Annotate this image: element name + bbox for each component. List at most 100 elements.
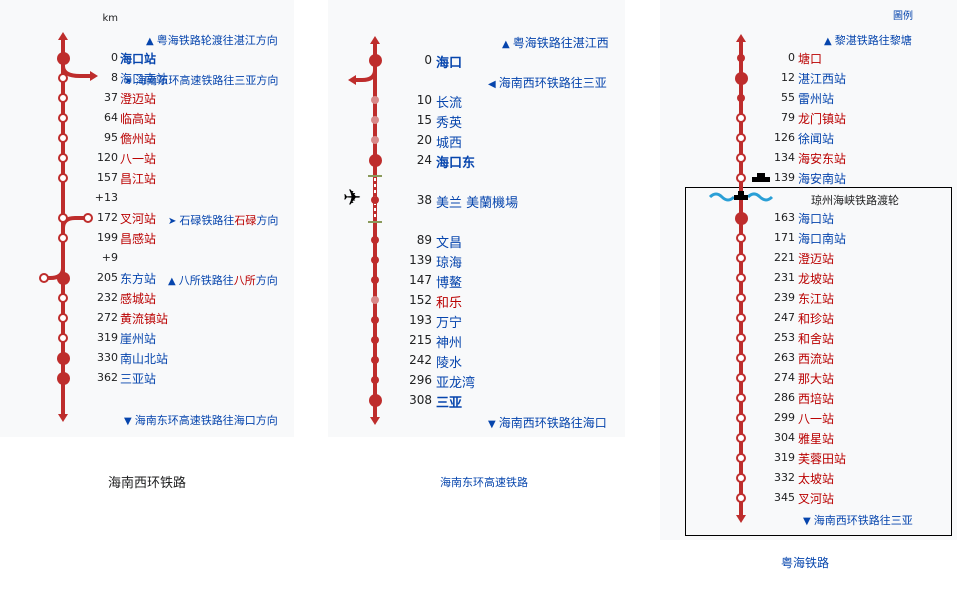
caption-west-ring[interactable]: 海南西环铁路 bbox=[108, 476, 187, 491]
ship-icon bbox=[752, 173, 770, 182]
station-name[interactable]: 八一站 bbox=[798, 412, 835, 426]
station-name[interactable]: 太坡站 bbox=[798, 472, 835, 486]
station-name[interactable]: 博鳌 bbox=[436, 276, 463, 291]
station-name[interactable]: 雷州站 bbox=[798, 92, 835, 106]
caption-east-ring[interactable]: 海南东环高速铁路 bbox=[440, 476, 528, 489]
station-name[interactable]: 徐闻站 bbox=[798, 132, 835, 146]
station-marker bbox=[368, 153, 382, 167]
station-name[interactable]: 亚龙湾 bbox=[436, 376, 476, 391]
station-name[interactable]: 黄流镇站 bbox=[120, 312, 169, 326]
station-name[interactable]: 和乐 bbox=[436, 296, 463, 311]
station-name[interactable]: 澄迈站 bbox=[798, 252, 835, 266]
station-name[interactable]: 海口站 bbox=[798, 212, 835, 226]
station-name[interactable]: 芙蓉田站 bbox=[798, 452, 847, 466]
station-name[interactable]: 雅星站 bbox=[798, 432, 835, 446]
station-name[interactable]: 美兰 美蘭機場 bbox=[436, 196, 519, 211]
branch-west-ring[interactable]: ◀海南西环铁路往三亚 bbox=[488, 76, 607, 90]
station-name[interactable]: 海口南站 bbox=[798, 232, 847, 246]
station-km: 263 bbox=[774, 351, 795, 364]
station-name[interactable]: 湛江西站 bbox=[798, 72, 847, 86]
direction-top-east[interactable]: ▲粤海铁路往湛江西 bbox=[502, 36, 609, 50]
direction-bottom-yuehai[interactable]: ▼海南西环铁路往三亚 bbox=[803, 514, 913, 527]
station-marker bbox=[736, 153, 746, 163]
station-name[interactable]: 崖州站 bbox=[120, 332, 157, 346]
station-marker bbox=[736, 333, 746, 343]
branch-basuo[interactable]: ▲八所铁路往八所方向 bbox=[168, 274, 278, 287]
station-name[interactable]: 海口 bbox=[436, 56, 463, 71]
station-marker bbox=[736, 393, 746, 403]
station-name[interactable]: 感城站 bbox=[120, 292, 157, 306]
station-name[interactable]: 西流站 bbox=[798, 352, 835, 366]
legend-link[interactable]: 圖例 bbox=[893, 11, 913, 22]
station-name[interactable]: 八一站 bbox=[120, 152, 157, 166]
station-name[interactable]: 龙坡站 bbox=[798, 272, 835, 286]
direction-top[interactable]: ▲粤海铁路轮渡往湛江方向 bbox=[146, 34, 278, 47]
station-name[interactable]: 南山北站 bbox=[120, 352, 169, 366]
station-marker bbox=[736, 233, 746, 243]
station-km: 330 bbox=[97, 351, 118, 364]
station-name[interactable]: 长流 bbox=[436, 96, 463, 111]
station-km: 205 bbox=[97, 271, 118, 284]
station-km: 362 bbox=[97, 371, 118, 384]
station-marker bbox=[737, 94, 745, 102]
station-name[interactable]: 琼海 bbox=[436, 256, 463, 271]
station-name[interactable]: 城西 bbox=[436, 136, 463, 151]
station-marker bbox=[56, 51, 70, 65]
hainan-section-box bbox=[685, 187, 952, 536]
station-marker bbox=[368, 53, 382, 67]
station-km: 0 bbox=[111, 51, 118, 64]
station-name[interactable]: 昌感站 bbox=[120, 232, 157, 246]
station-name[interactable]: 叉河站 bbox=[120, 212, 157, 226]
station-marker bbox=[736, 313, 746, 323]
direction-bottom-east[interactable]: ▼海南西环铁路往海口 bbox=[488, 416, 607, 430]
station-marker bbox=[736, 133, 746, 143]
station-name[interactable]: 昌江站 bbox=[120, 172, 157, 186]
station-name[interactable]: 儋州站 bbox=[120, 132, 157, 146]
station-name[interactable]: 海安东站 bbox=[798, 152, 847, 166]
station-name[interactable]: 叉河站 bbox=[798, 492, 835, 506]
station-name[interactable]: 神州 bbox=[436, 336, 463, 351]
station-km: 215 bbox=[409, 333, 432, 347]
station-marker bbox=[58, 153, 68, 163]
station-km: 157 bbox=[97, 171, 118, 184]
station-km: 10 bbox=[416, 93, 432, 107]
station-marker bbox=[58, 113, 68, 123]
station-name[interactable]: 西培站 bbox=[798, 392, 835, 406]
station-name[interactable]: 海安南站 bbox=[798, 172, 847, 186]
station-km: 0 bbox=[788, 51, 795, 64]
direction-top-yuehai[interactable]: ▲黎湛铁路往黎塘 bbox=[824, 34, 912, 47]
station-km: 272 bbox=[97, 311, 118, 324]
station-name[interactable]: 陵水 bbox=[436, 356, 463, 371]
route-diagram-east-ring bbox=[328, 0, 625, 437]
station-name[interactable]: 龙门镇站 bbox=[798, 112, 847, 126]
direction-bottom[interactable]: ▼海南东环高速铁路往海口方向 bbox=[124, 414, 278, 427]
station-name[interactable]: 海口南站 bbox=[120, 72, 169, 86]
station-name[interactable]: 东方站 bbox=[120, 272, 157, 286]
station-name[interactable]: 澄迈站 bbox=[120, 92, 157, 106]
station-name[interactable]: 那大站 bbox=[798, 372, 835, 386]
line-end-arrow bbox=[58, 414, 68, 422]
station-name[interactable]: 海口站 bbox=[120, 52, 157, 66]
station-km: 64 bbox=[104, 111, 118, 124]
station-name[interactable]: 万宁 bbox=[436, 316, 463, 331]
station-marker bbox=[58, 173, 68, 183]
station-name[interactable]: 海口东 bbox=[436, 156, 476, 171]
station-name[interactable]: 东江站 bbox=[798, 292, 835, 306]
station-marker bbox=[371, 236, 379, 244]
station-marker bbox=[58, 233, 68, 243]
station-name[interactable]: 三亚站 bbox=[120, 372, 157, 386]
station-marker bbox=[56, 351, 70, 365]
station-km: 221 bbox=[774, 251, 795, 264]
station-name[interactable]: 塘口 bbox=[798, 52, 823, 66]
station-km: 38 bbox=[416, 193, 432, 207]
station-marker bbox=[371, 256, 379, 264]
station-name[interactable]: 和舍站 bbox=[798, 332, 835, 346]
station-name[interactable]: 和珍站 bbox=[798, 312, 835, 326]
station-name[interactable]: 临高站 bbox=[120, 112, 157, 126]
branch-east-ring[interactable]: ➤海南东环高速铁路往三亚方向 bbox=[124, 74, 279, 87]
station-name[interactable]: 文昌 bbox=[436, 236, 463, 251]
station-name[interactable]: 三亚 bbox=[436, 396, 463, 411]
caption-yuehai[interactable]: 粤海铁路 bbox=[781, 556, 830, 570]
station-name[interactable]: 秀英 bbox=[436, 116, 463, 131]
branch-shilu[interactable]: ➤石碌铁路往石碌方向 bbox=[168, 214, 279, 227]
